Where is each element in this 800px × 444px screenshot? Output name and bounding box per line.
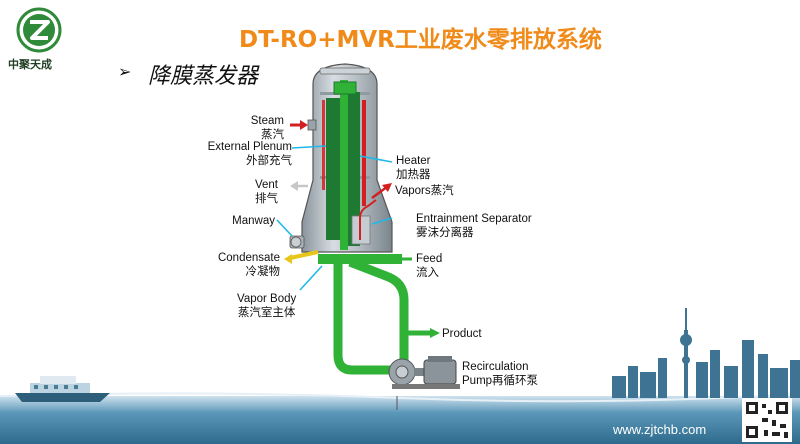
label-vapors: Vapors蒸汽: [395, 185, 454, 197]
label-plenum-cn: 外部充气: [246, 155, 292, 167]
steam-inlet-arrowhead: [300, 120, 308, 130]
steam-line-left: [322, 100, 325, 190]
label-steam-en: Steam: [250, 115, 284, 127]
label-vent-en: Vent: [254, 179, 278, 191]
vent-arrowhead: [290, 181, 298, 191]
label-entrainment-separator: Entrainment Separator 雾沫分离器: [416, 212, 532, 240]
sea-horizon: [0, 392, 800, 403]
label-vaporbody-en: Vapor Body: [237, 293, 297, 305]
label-steam-cn: 蒸汽: [261, 129, 284, 141]
condensate-arrow: [284, 254, 292, 264]
label-condensate-en: Condensate: [217, 252, 280, 264]
label-recirc-cn: Pump再循环泵: [462, 375, 539, 387]
page-title: DT-RO+MVR工业废水零排放系统: [239, 27, 602, 53]
sea-band: [0, 396, 800, 444]
steam-line-right: [362, 100, 366, 206]
label-condensate-cn: 冷凝物: [245, 266, 281, 278]
section-subtitle: 降膜蒸发器: [148, 64, 259, 89]
company-name: 中聚天成: [8, 59, 52, 71]
label-vent-cn: 排气: [255, 193, 278, 205]
label-heater-en: Heater: [396, 155, 431, 167]
company-logo: [16, 7, 62, 53]
discharge-pipe: [348, 257, 409, 362]
label-vapor-body: Vapor Body 蒸汽室主体: [237, 292, 296, 320]
heater-tube-top: [333, 81, 357, 95]
heater-core: [340, 80, 348, 250]
label-feed-en: Feed: [416, 253, 443, 265]
condensate-outlet: [289, 250, 319, 260]
label-recirculation-pump: Recirculation Pump再循环泵: [462, 360, 538, 388]
product-arrow: [430, 328, 440, 338]
label-feed-cn: 流入: [416, 267, 439, 279]
label-entrain-cn: 雾沫分离器: [416, 227, 474, 239]
pointer-lines: [276, 145, 393, 291]
label-product: Product: [442, 328, 482, 340]
label-vent: Vent 排气: [255, 178, 278, 206]
label-feed: Feed 流入: [416, 252, 442, 280]
label-recirc-en: Recirculation: [462, 361, 529, 373]
feed-line: [318, 254, 402, 264]
heater-tube-left: [326, 98, 340, 240]
label-manway-en: Manway: [232, 215, 275, 227]
qr-code: [742, 398, 792, 442]
bullet-arrow-icon: ➢: [118, 64, 132, 81]
label-condensate: Condensate 冷凝物: [218, 251, 280, 279]
recirculation-pump: [388, 356, 460, 389]
label-heater-cn: 加热器: [396, 169, 431, 181]
label-steam: Steam 蒸汽: [251, 114, 284, 142]
label-vaporbody-cn: 蒸汽室主体: [237, 307, 296, 319]
steam-inlet-nozzle: [307, 119, 317, 131]
city-skyline: [612, 308, 800, 398]
label-manway: Manway: [232, 214, 275, 228]
vapors-arrowhead: [382, 183, 392, 192]
recirculation-pipe: [333, 262, 400, 375]
heater-tube-right: [348, 92, 360, 246]
website-link[interactable]: www.zjtchb.com: [613, 422, 707, 437]
ship-illustration: [15, 376, 110, 402]
vapor-flow: [359, 199, 377, 240]
feed-arrow: [396, 254, 404, 264]
label-plenum-en: External Plenum: [207, 141, 292, 153]
label-external-plenum: External Plenum 外部充气: [208, 140, 292, 168]
label-heater: Heater 加热器: [396, 154, 431, 182]
label-entrain-en: Entrainment Separator: [416, 213, 532, 225]
manway: [289, 235, 305, 249]
